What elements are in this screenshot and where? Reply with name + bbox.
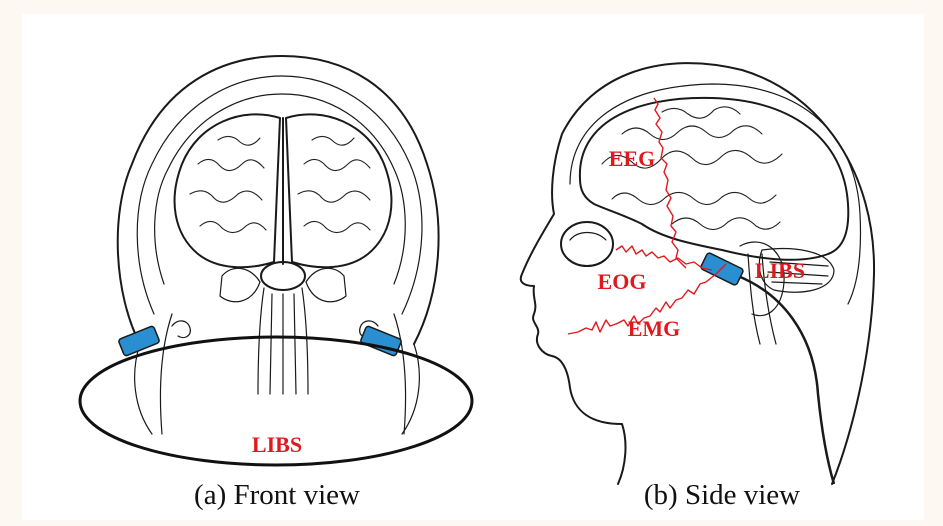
front-view-illustration: LIBS: [80, 56, 472, 465]
front-skull-inner: [137, 76, 422, 314]
figure-panel: LIBS (a) Front view: [22, 14, 924, 520]
front-ear-left: [172, 321, 190, 338]
eeg-label: EEG: [609, 146, 655, 171]
front-jaw-left: [135, 344, 152, 434]
front-view-caption: (a) Front view: [194, 479, 360, 511]
front-neck-right: [394, 314, 406, 434]
front-device-label: LIBS: [252, 432, 302, 457]
front-brainstem: [258, 288, 308, 394]
front-brainstem-top: [261, 262, 305, 290]
eog-signal-trace: [616, 246, 712, 270]
side-view-illustration: EEG EOG EMG LIBS: [521, 63, 874, 484]
front-brain-right: [286, 114, 391, 267]
front-brain-left: [175, 114, 280, 267]
eog-label: EOG: [598, 269, 647, 294]
front-neck-left: [160, 314, 172, 434]
side-eye: [561, 222, 613, 266]
front-cerebellum-left: [220, 268, 260, 301]
eeg-signal-trace: [654, 98, 686, 268]
side-brain-outline: [580, 98, 848, 260]
side-view-caption: (b) Side view: [644, 479, 800, 511]
side-eyelid: [570, 233, 606, 241]
figure-svg: LIBS (a) Front view: [22, 14, 924, 520]
front-earpiece-right: [360, 326, 402, 357]
front-head-outline: [118, 56, 439, 344]
side-device-label: LIBS: [755, 258, 805, 283]
front-brain-gyri: [190, 136, 370, 232]
front-cerebellum-right: [306, 268, 346, 301]
emg-label: EMG: [628, 316, 681, 341]
